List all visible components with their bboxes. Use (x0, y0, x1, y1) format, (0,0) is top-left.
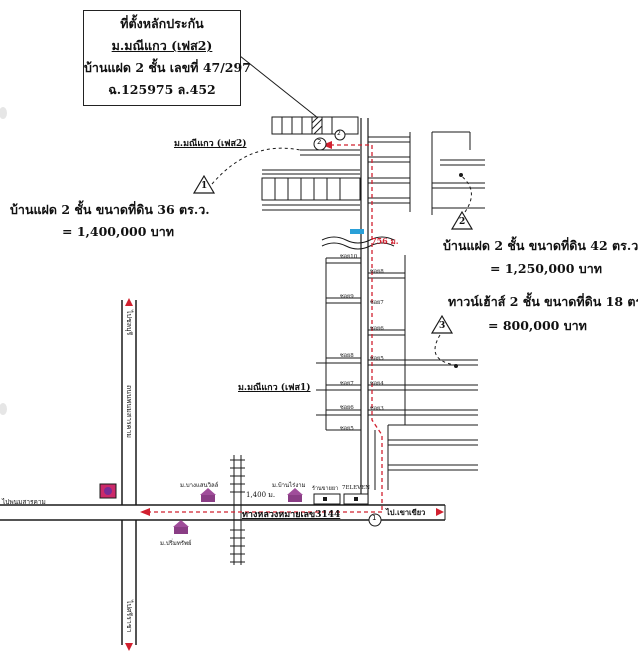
subject-property (311, 116, 323, 135)
comparable-marker-1 (192, 174, 216, 194)
to-top-label: ไปชลบุรี (125, 310, 133, 336)
village-b-label: ม.บ้านไร่งาม (272, 482, 306, 489)
village-a-label: ม.บางแสนวิลล์ (180, 482, 219, 489)
info-deed: ฉ.125975 ล.452 (108, 82, 216, 97)
soi-left-3: ซอย7 (340, 381, 354, 387)
leader-3 (434, 334, 456, 366)
soi-left-1: ซอย9 (340, 294, 354, 300)
distance-large: 1,400 ม. (246, 491, 276, 499)
marker-2-number: 2 (459, 217, 466, 227)
village-access-road (360, 118, 369, 505)
soi-left-5: ซอย5 (340, 426, 354, 432)
vertical-highway (121, 300, 137, 645)
phase2-blocks (261, 116, 361, 211)
route-line (142, 144, 383, 513)
store-icon (354, 497, 358, 501)
soi-right-2: ซอย6 (370, 326, 384, 332)
subject-marker (313, 137, 327, 151)
house-icon (173, 520, 189, 534)
info-project: ม.มณีแกว (เฟส2) (111, 38, 213, 53)
comparable-1-line1: บ้านแฝด 2 ชั้น ขนาดที่ดิน 36 ตร.ว. (10, 202, 210, 217)
house-icon (200, 488, 216, 502)
east-blocks (368, 131, 485, 215)
arrow-top (125, 298, 133, 306)
binder-hole (0, 403, 7, 415)
village-phase2-label: ม.มณีแกว (เฟส2) (174, 139, 247, 149)
soi-right-5: ซอย3 (370, 406, 384, 412)
soi-right-0: ซอย8 (370, 269, 384, 275)
phase1-blocks (316, 255, 478, 490)
house-icon (287, 488, 303, 502)
info-title: ที่ตั้งหลักประกัน (120, 16, 204, 31)
junction-number: 1 (372, 514, 377, 522)
route-arrow-left (140, 508, 150, 516)
traffic-signal-icon (99, 483, 117, 499)
soi-right-4: ซอย4 (370, 381, 384, 387)
comparable-2-line1: บ้านแฝด 2 ชั้น ขนาดที่ดิน 42 ตร.ว. (443, 238, 638, 253)
comparable-1-line2: = 1,400,000 บาท (62, 224, 174, 239)
soi-left-4: ซอย6 (340, 405, 354, 411)
route-arrow-right (436, 508, 444, 516)
route-arrow-up (322, 141, 332, 149)
collateral-info-box: ที่ตั้งหลักประกัน ม.มณีแกว (เฟส2) บ้านแฝ… (83, 10, 251, 106)
leader-2 (459, 174, 472, 213)
comparable-marker-2 (450, 210, 474, 230)
junction-marker (368, 513, 382, 527)
soi-left-0: ซอย10 (340, 254, 358, 260)
distance-small: 756 ม. (371, 236, 399, 246)
comparable-3-line2: = 800,000 บาท (488, 318, 587, 333)
callout-line (239, 55, 319, 119)
vertical-road-label: ถนนพนมสารคาม (125, 385, 133, 439)
soi-right-1: ซอย7 (370, 300, 384, 306)
dot-3 (454, 364, 458, 368)
arrow-bottom (125, 643, 133, 651)
subject-number-2: 2 (337, 130, 341, 137)
main-road-label: ทางหลวงหมายเลข3144 (242, 510, 341, 520)
store-label: 7ELEVEN (342, 485, 370, 491)
soi-left-2: ซอย8 (340, 353, 354, 359)
leader-1 (211, 147, 301, 185)
subject-marker-2 (334, 129, 346, 141)
village-phase1-label: ม.มณีแกว (เฟส1) (238, 383, 311, 393)
binder-hole (0, 107, 7, 119)
marker-1-number: 1 (201, 181, 208, 191)
comparable-3-line1: ทาวน์เฮ้าส์ 2 ชั้น ขนาดที่ดิน 18 ตร.ว. (448, 294, 638, 309)
dot-2 (459, 173, 463, 177)
comparable-marker-3 (430, 314, 454, 334)
canal (321, 229, 395, 250)
to-right-label: ไป.เขาเขียว (386, 508, 426, 517)
info-house: บ้านแฝด 2 ชั้น เลขที่ 47/297 (84, 60, 251, 75)
soi-right-3: ซอย5 (370, 356, 384, 362)
to-bottom-label: ไปศรีราชา (125, 600, 133, 633)
comparable-2-line2: = 1,250,000 บาท (490, 261, 602, 276)
subject-number: 2 (317, 138, 322, 146)
marker-3-number: 3 (439, 321, 446, 331)
shop-label: ร้านขายยา (312, 486, 339, 492)
railway (230, 455, 245, 565)
village-c-label: ม.ปริ่มทรัพย์ (160, 540, 192, 547)
shop-icon (323, 497, 327, 501)
to-left-label: ไปพนมสารคาม (2, 498, 46, 506)
